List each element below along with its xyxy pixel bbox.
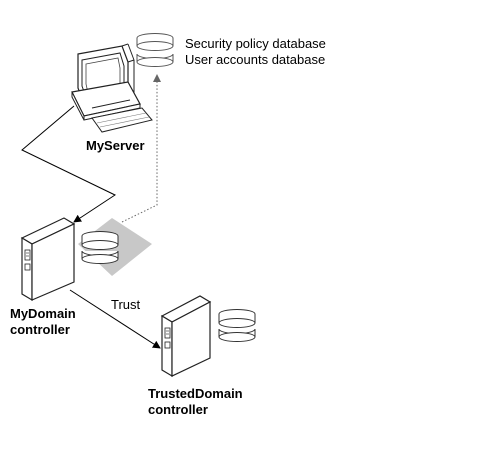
database-stack-icon	[136, 33, 174, 67]
edge-mydomain-to-databases	[121, 74, 161, 223]
security-policy-database-label: Security policy database	[185, 36, 326, 51]
mydomain-database-icon	[81, 231, 119, 264]
trusteddomain-database-icon	[218, 309, 256, 342]
myserver-label: MyServer	[86, 138, 145, 153]
user-accounts-database-label: User accounts database	[185, 52, 326, 67]
trust-edge-label: Trust	[111, 297, 141, 312]
user-accounts-database-icon	[136, 53, 174, 67]
edge-trust	[69, 289, 161, 349]
trusteddomain-label-line2: controller	[148, 402, 208, 417]
mydomain-label-line2: controller	[10, 322, 70, 337]
workstation-icon	[71, 43, 153, 133]
trusted-server-tower-icon	[160, 295, 212, 378]
mydomain-label-line1: MyDomain	[10, 306, 76, 321]
security-policy-database-icon	[136, 33, 174, 51]
trusteddomain-label-line1: TrustedDomain	[148, 386, 243, 401]
edge-myserver-to-mydomain	[21, 105, 117, 223]
server-tower-icon	[20, 217, 76, 302]
